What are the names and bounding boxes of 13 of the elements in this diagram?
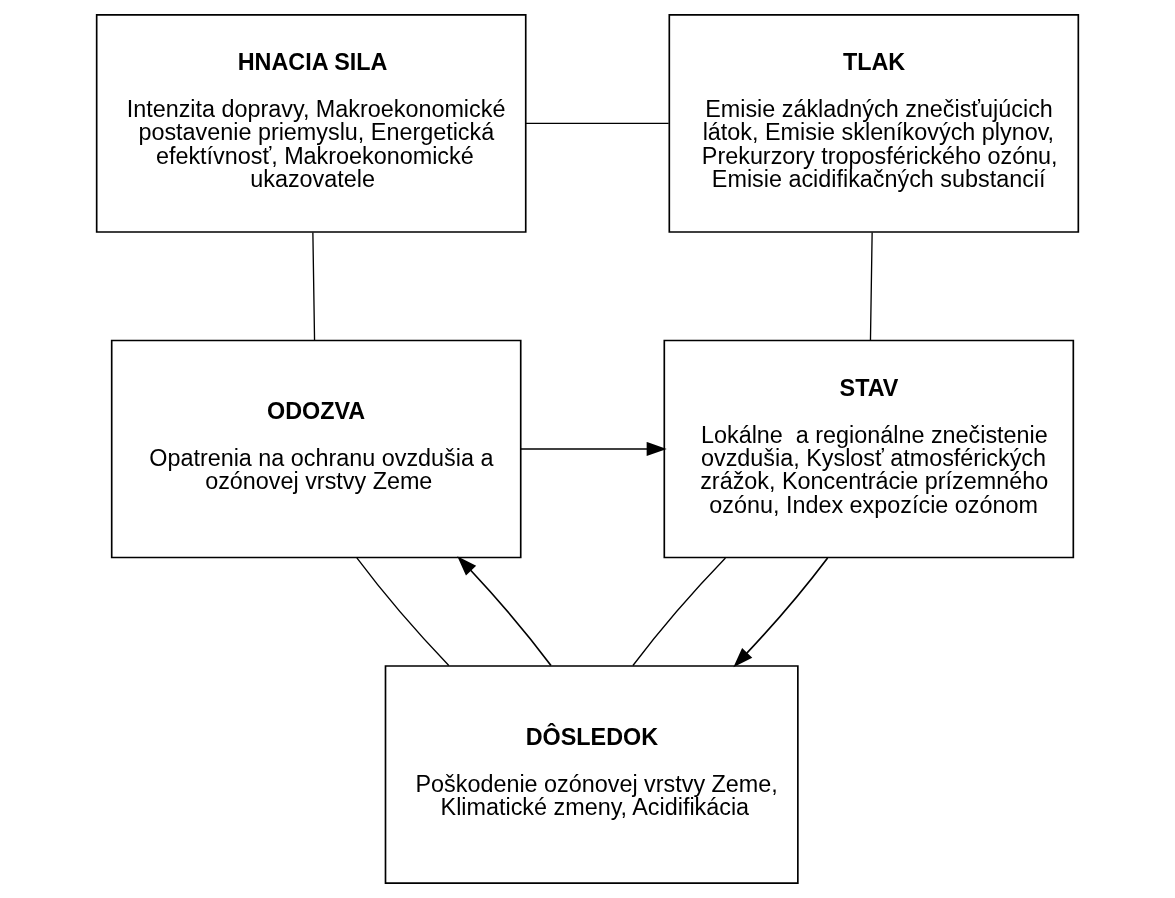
node-box: HNACIA SILA Intenzita dopravy, Makroekonomické postavenie priemyslu, Energetická efektívnosť, Makroekonomické ukazovatele [95,14,527,233]
arrow [519,442,667,456]
arrow [457,556,552,667]
connector [525,122,670,125]
connector [632,557,727,667]
node-box: ODOZVA Opatrenia na ochranu ovzdušia a ozónovej vrstvy Zeme [110,339,522,559]
node-box: TLAK Emisie základných znečisťujúcich látok, Emisie skleníkových plynov, Prekurzory troposférického ozónu, Emisie acidifikačných substancií [668,14,1080,233]
connector [356,557,450,667]
node-box: DÔSLEDOK Poškodenie ozónovej vrstvy Zeme, Klimatické zmeny, Acidifikácia [384,665,799,884]
connector [869,231,873,341]
arrow [733,557,829,668]
node-box: STAV Lokálne a regionálne znečistenie ovzdušia, Kyslosť atmosférických zrážok, Koncentrácie prízemného ozónu, Index expozície ozónom [663,339,1075,559]
connector [312,231,316,341]
